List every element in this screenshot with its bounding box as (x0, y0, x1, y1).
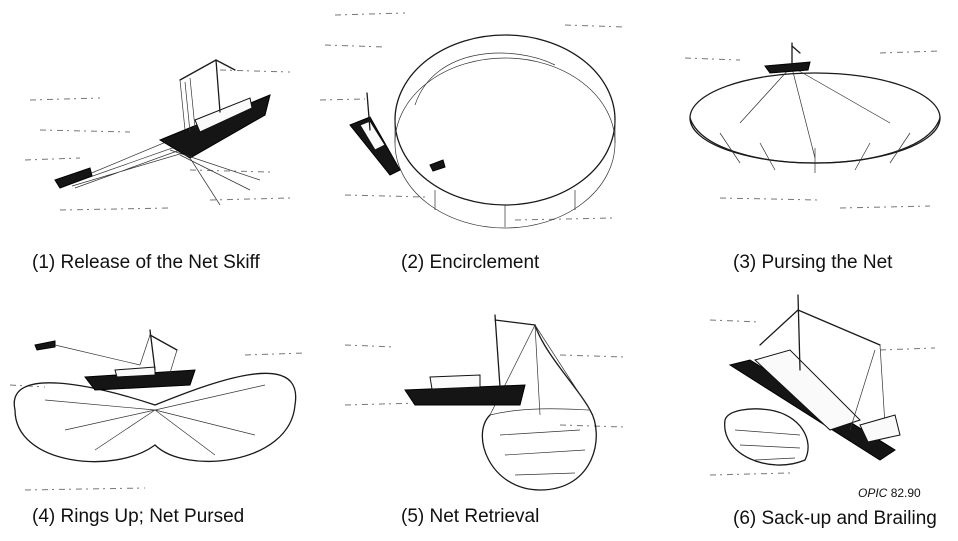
brailer (860, 415, 900, 442)
water-lines (25, 70, 290, 210)
caption-4: (4) Rings Up; Net Pursed (32, 506, 244, 528)
illustration-net-skiff-release (20, 40, 310, 230)
skiff (430, 160, 445, 171)
seiner-vessel (160, 60, 270, 158)
skiff (35, 341, 140, 365)
seiner-vessel (85, 330, 195, 390)
illustration-sack-up-brailing (700, 290, 940, 495)
illustration-encirclement (315, 5, 635, 230)
illustration-pursing-net (680, 38, 950, 218)
pursed-net-bowl (690, 68, 940, 173)
caption-2: (2) Encirclement (401, 252, 539, 274)
caption-6: (6) Sack-up and Brailing (733, 508, 937, 530)
caption-5: (5) Net Retrieval (401, 506, 539, 528)
seiner-vessel (405, 315, 535, 405)
credit-number: 82.90 (891, 486, 921, 500)
caption-1: (1) Release of the Net Skiff (32, 252, 260, 274)
wake (170, 150, 260, 205)
net-bag (482, 325, 596, 490)
skiff (55, 168, 92, 188)
fish-sack (725, 409, 808, 465)
credit-label: OPIC 82.90 (858, 486, 921, 500)
illustration-rings-up (5, 325, 310, 500)
encircling-net (395, 35, 615, 228)
credit-italic: OPIC (858, 486, 887, 500)
water-lines (685, 51, 940, 208)
seiner-vessel (765, 43, 810, 73)
water-lines (320, 13, 625, 220)
water-lines (345, 345, 625, 427)
illustration-net-retrieval (340, 295, 630, 495)
caption-3: (3) Pursing the Net (733, 252, 892, 274)
seiner-vessel (350, 93, 400, 175)
